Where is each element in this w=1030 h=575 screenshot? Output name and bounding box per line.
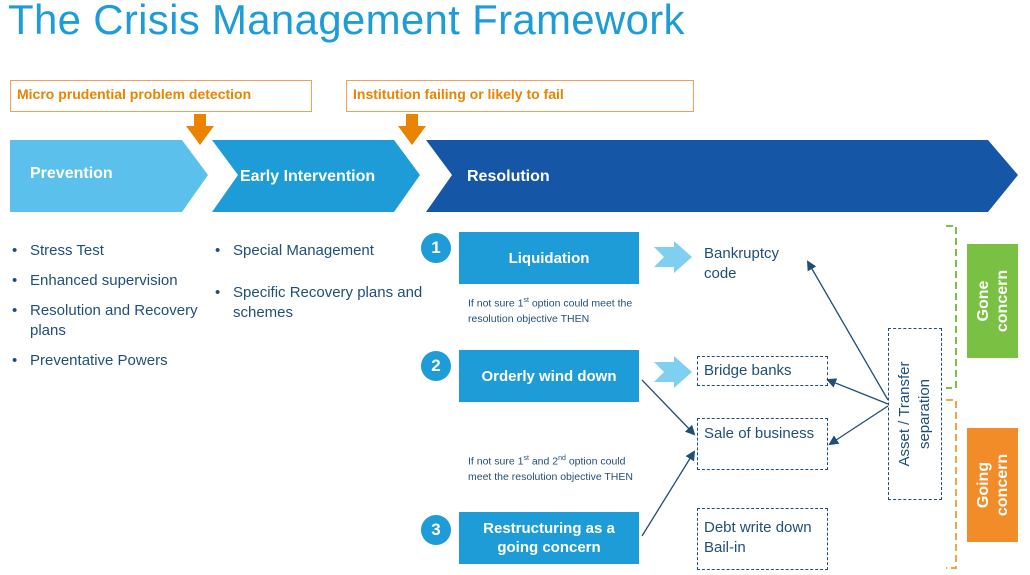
outcome-sale-of-business: Sale of business — [697, 418, 828, 470]
list-item: Enhanced supervision — [12, 271, 210, 291]
outcome-debt-write-down: Debt write down Bail-in — [697, 508, 828, 570]
going-concern-label: Going concern — [974, 453, 1011, 517]
connector-asset-to-sale — [828, 405, 889, 446]
page-title: The Crisis Management Framework — [8, 0, 685, 43]
gone-concern-badge: Gone concern — [967, 244, 1018, 358]
asset-transfer-separation-box: Asset / Transfer separation — [888, 328, 942, 500]
connector-wind-down-to-sale — [641, 379, 696, 436]
prevention-list: Stress Test Enhanced supervision Resolut… — [12, 241, 210, 381]
note-first-option: If not sure 1st option could meet the re… — [468, 297, 633, 325]
gone-concern-label: Gone concern — [974, 269, 1011, 333]
right-arrow-icon — [654, 356, 692, 388]
step-number-3: 3 — [421, 515, 451, 545]
early-intervention-list: Special Management Specific Recovery pla… — [215, 241, 433, 333]
going-concern-badge: Going concern — [967, 428, 1018, 542]
down-arrow-icon — [186, 114, 214, 145]
list-item: Resolution and Recovery plans — [12, 301, 210, 341]
right-arrow-icon — [654, 241, 692, 273]
list-item: Stress Test — [12, 241, 210, 261]
step-restructuring: Restructuring as a going concern — [459, 512, 639, 564]
list-item: Special Management — [215, 241, 433, 261]
list-item: Preventative Powers — [12, 351, 210, 371]
connector-asset-to-bridge — [826, 378, 889, 405]
list-item: Specific Recovery plans and schemes — [215, 283, 433, 323]
going-concern-bracket — [946, 399, 957, 569]
phase-prevention-label: Prevention — [30, 165, 113, 182]
step-orderly-wind-down: Orderly wind down — [459, 350, 639, 402]
note-second-option: If not sure 1st and 2nd option could mee… — [468, 455, 633, 483]
chevron-early-intervention — [212, 140, 420, 212]
gone-concern-bracket — [946, 225, 957, 389]
trigger-failing: Institution failing or likely to fail — [346, 80, 694, 112]
phase-resolution-label: Resolution — [467, 168, 550, 185]
step-liquidation: Liquidation — [459, 232, 639, 284]
chevron-resolution — [426, 140, 1018, 212]
connector-asset-to-bankruptcy — [806, 260, 889, 401]
outcome-bankruptcy-code: Bankruptcy code — [704, 245, 780, 282]
asset-transfer-separation-label: Asset / Transfer separation — [896, 361, 933, 467]
step-number-1: 1 — [421, 233, 451, 263]
trigger-micro-prudential: Micro prudential problem detection — [10, 80, 312, 112]
connector-restructuring-to-sale — [641, 450, 696, 537]
down-arrow-icon — [398, 114, 426, 145]
outcome-bridge-banks: Bridge banks — [697, 356, 828, 386]
step-number-2: 2 — [421, 351, 451, 381]
chevron-prevention — [10, 140, 208, 212]
phase-early-intervention-label: Early Intervention — [240, 168, 376, 185]
